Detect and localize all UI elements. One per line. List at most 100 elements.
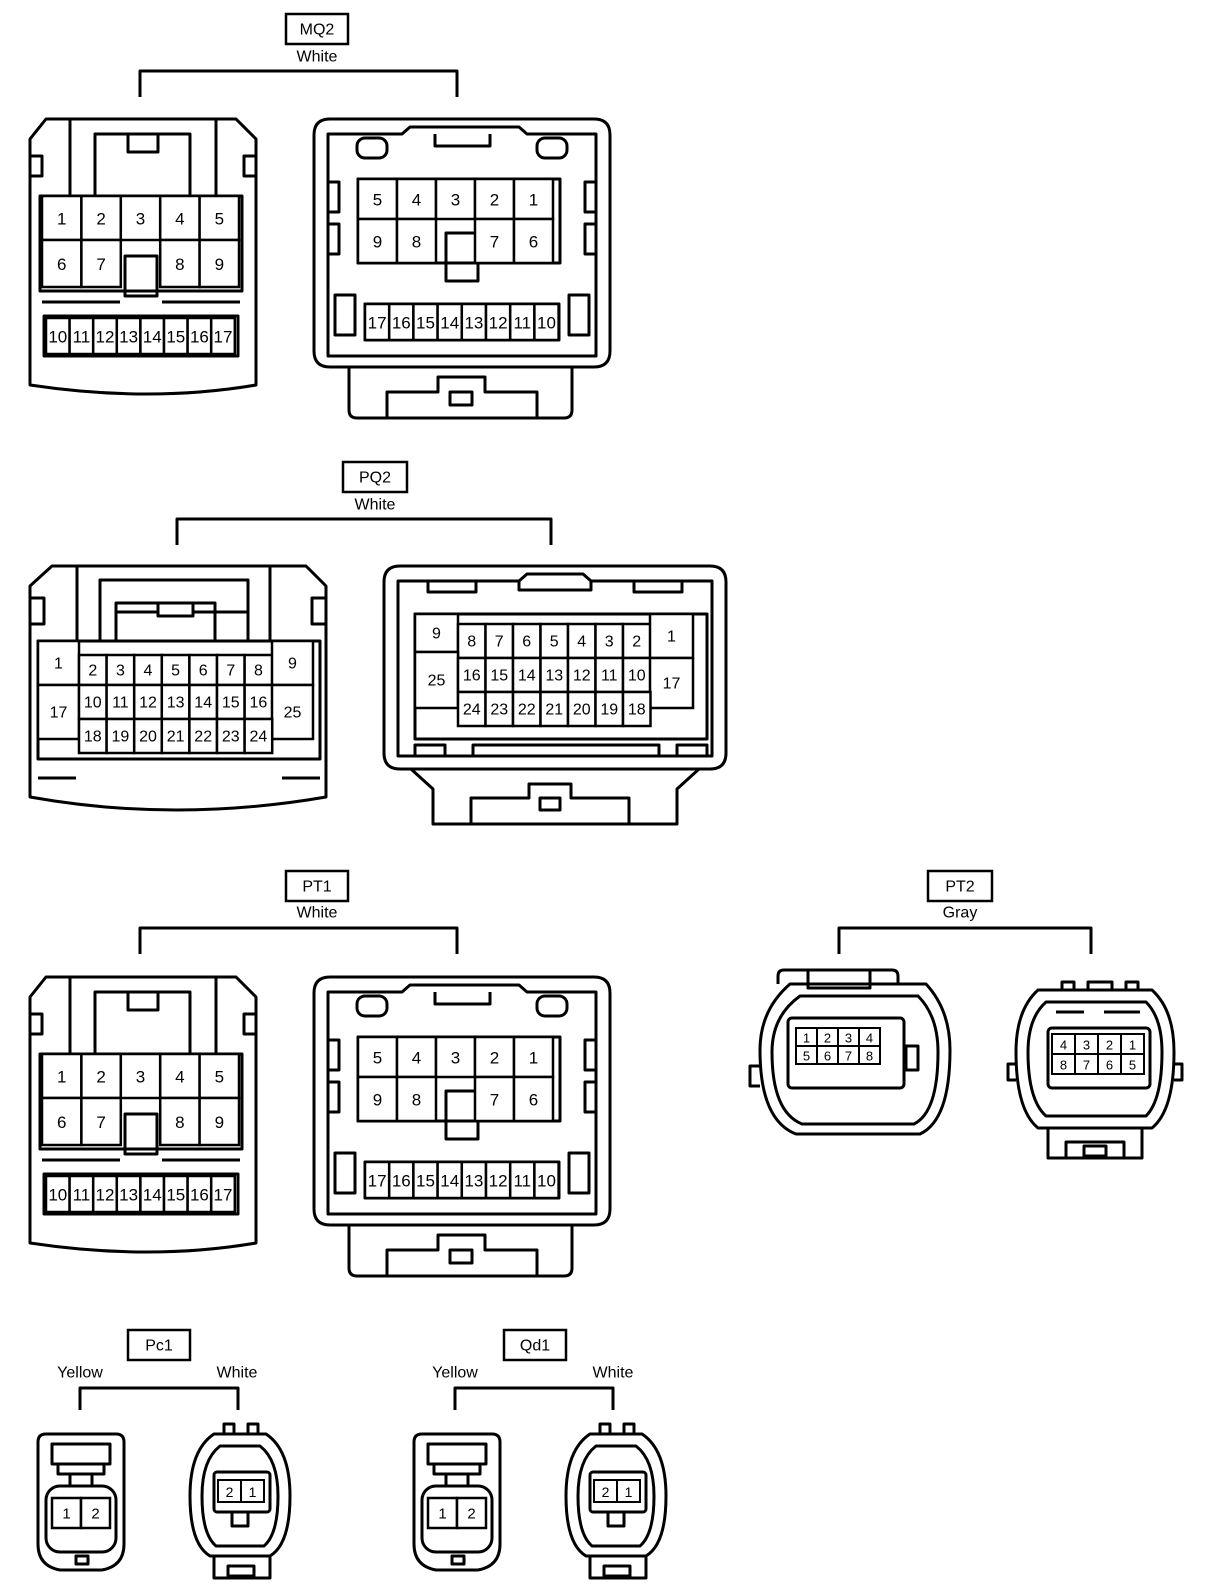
pairing-bracket <box>138 926 459 954</box>
connector-code: Pc1 <box>145 1338 173 1355</box>
pin-label: 2 <box>1106 1038 1113 1053</box>
pin-label: 15 <box>166 1186 185 1205</box>
pin-cell <box>621 690 652 728</box>
pin-label: 3 <box>116 663 125 680</box>
connector-code-box <box>502 1328 568 1362</box>
pin-label: 13 <box>119 328 138 347</box>
pin-cell <box>434 177 477 221</box>
connector-code: PT2 <box>945 879 974 896</box>
pin-cell <box>426 1496 459 1530</box>
pin-label: 3 <box>136 1068 145 1087</box>
pin-cell <box>533 302 560 342</box>
pin-cell <box>77 717 108 755</box>
pin-label: 16 <box>250 695 268 712</box>
pin-label: 7 <box>96 255 105 274</box>
pin-cell <box>158 1052 201 1100</box>
pin-label: 2 <box>96 1068 105 1087</box>
pin-label: 6 <box>824 1049 831 1064</box>
pin-label: 10 <box>537 314 556 333</box>
pin-cell <box>456 690 487 728</box>
pin-cell <box>511 656 542 694</box>
pin-label: 13 <box>464 314 483 333</box>
pin-cell <box>209 1174 237 1214</box>
pin-label: 17 <box>368 314 387 333</box>
pin-label: 1 <box>249 1484 257 1500</box>
pin-label: 16 <box>392 314 411 333</box>
pin-label: 15 <box>416 314 435 333</box>
pin-label: 8 <box>412 233 421 252</box>
pin-label: 18 <box>628 702 646 719</box>
pin-label: 2 <box>632 634 641 651</box>
pin-label: 17 <box>368 1172 387 1191</box>
pin-label: 12 <box>96 1186 115 1205</box>
pin-label: 10 <box>84 695 102 712</box>
connector-color-a: Yellow <box>432 1365 478 1382</box>
pin-label: 2 <box>824 1031 831 1046</box>
pin-label: 23 <box>490 702 508 719</box>
pin-cell <box>363 302 391 342</box>
pin-cell <box>484 656 515 694</box>
pin-label: 2 <box>96 210 105 229</box>
pin-cell <box>77 683 108 721</box>
pin-cell <box>198 1096 241 1147</box>
pin-label: 14 <box>194 695 212 712</box>
pin-cell <box>412 302 439 342</box>
pin-label: 14 <box>143 1186 162 1205</box>
connector-color-a: Yellow <box>57 1365 103 1382</box>
pin-label: 1 <box>62 1506 70 1523</box>
pairing-bracket <box>78 1386 240 1410</box>
pin-cell <box>858 1045 881 1065</box>
pin-label: 17 <box>214 328 233 347</box>
pin-label: 16 <box>190 1186 209 1205</box>
connector-color: White <box>297 49 338 66</box>
connector-color: Gray <box>943 905 978 922</box>
pin-cell <box>395 217 438 265</box>
pin-label: 15 <box>166 328 185 347</box>
pin-label: 10 <box>537 1172 556 1191</box>
pin-label: 7 <box>495 634 504 651</box>
pin-label: 9 <box>288 656 297 673</box>
pairing-bracket <box>453 1386 615 1410</box>
pin-label: 5 <box>171 663 180 680</box>
pin-label: 5 <box>215 1068 224 1087</box>
pin-cell <box>512 217 555 265</box>
pin-label: 24 <box>250 729 268 746</box>
pin-cell <box>511 622 542 660</box>
pin-cell <box>215 717 246 755</box>
pin-label: 11 <box>601 668 618 685</box>
pin-cell <box>215 683 246 721</box>
pin-label: 1 <box>1129 1038 1136 1053</box>
pin-label: 11 <box>73 328 91 347</box>
pin-label: 13 <box>167 695 185 712</box>
connector-code: Qd1 <box>520 1338 550 1355</box>
connector-code-box <box>126 1328 192 1362</box>
pin-cell <box>455 1496 488 1530</box>
pin-label: 19 <box>600 702 618 719</box>
pin-label: 15 <box>416 1172 435 1191</box>
pin-label: 8 <box>175 255 184 274</box>
pin-label: 3 <box>605 634 614 651</box>
pin-label: 25 <box>284 705 302 722</box>
pin-cell <box>80 1052 123 1100</box>
pin-label: 7 <box>1083 1058 1090 1073</box>
pin-label: 6 <box>1106 1058 1113 1073</box>
pin-label: 4 <box>1060 1038 1067 1053</box>
pin-label: 7 <box>490 1091 499 1110</box>
pin-cell <box>79 1496 112 1530</box>
pin-label: 3 <box>1083 1038 1090 1053</box>
pin-cell <box>209 316 237 356</box>
pin-cell <box>436 1160 464 1200</box>
pin-label: 25 <box>428 673 446 690</box>
pin-label: 6 <box>529 233 538 252</box>
pin-label: 20 <box>573 702 591 719</box>
pin-label: 22 <box>518 702 536 719</box>
pin-cell <box>198 238 241 289</box>
pin-label: 5 <box>215 210 224 229</box>
pin-label: 12 <box>139 695 157 712</box>
pin-label: 10 <box>48 328 67 347</box>
